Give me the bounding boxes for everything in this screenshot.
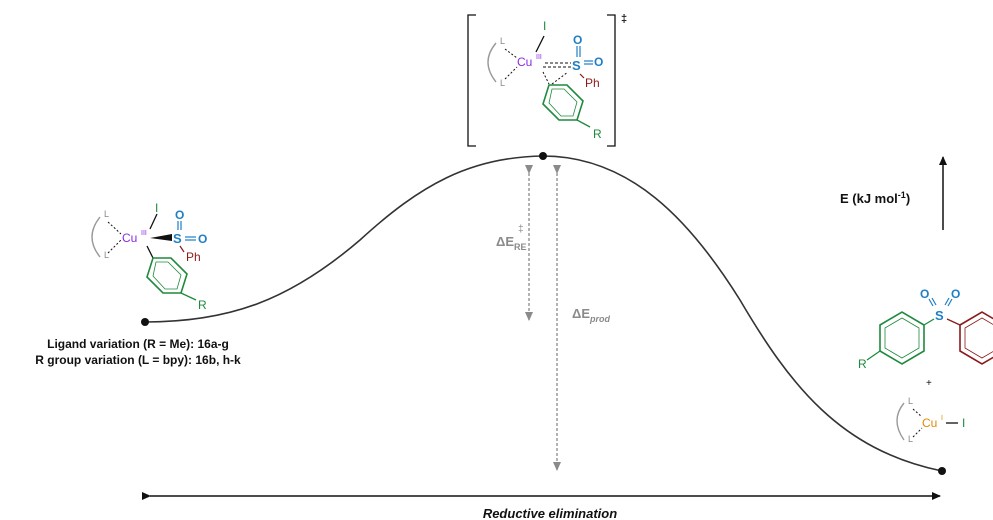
svg-text:O: O (920, 287, 929, 301)
svg-text:L: L (908, 434, 913, 444)
svg-text:Cu: Cu (517, 55, 532, 69)
svg-text:I: I (543, 19, 546, 33)
svg-text:Cu: Cu (122, 231, 137, 245)
svg-text:L: L (500, 78, 505, 88)
svg-text:L: L (500, 36, 505, 46)
reactant-point (141, 318, 149, 326)
svg-text:R: R (593, 127, 602, 141)
svg-text:R: R (858, 357, 867, 371)
svg-text:III: III (536, 54, 542, 61)
svg-text:III: III (141, 230, 147, 237)
energy-axis-label: E (kJ mol-1) (840, 190, 910, 206)
svg-text:O: O (573, 33, 582, 47)
svg-text:I: I (941, 415, 943, 422)
svg-text:O: O (951, 287, 960, 301)
svg-text:L: L (908, 396, 913, 406)
svg-text:+: + (926, 378, 932, 389)
svg-text:I: I (155, 201, 158, 215)
r-group-variation-caption: R group variation (L = bpy): 16b, h-k (35, 353, 241, 367)
energy-profile-curve (144, 155, 943, 472)
transition-state-structure: ‡ L L Cu III I S O O Ph R (467, 13, 627, 147)
svg-text:O: O (594, 55, 603, 69)
reactant-structure: L L Cu III I S O O Ph R (91, 201, 207, 312)
svg-text:S: S (572, 58, 581, 73)
svg-text:‡: ‡ (621, 13, 627, 25)
svg-text:Ph: Ph (585, 76, 600, 90)
svg-text:L: L (104, 209, 109, 219)
barrier-label: ΔERE (496, 234, 527, 252)
x-axis-label: Reductive elimination (483, 506, 617, 520)
barrier-dagger: ‡ (518, 224, 524, 235)
svg-text:Ph: Ph (186, 250, 201, 264)
svg-text:I: I (962, 416, 965, 430)
product-energy-label: ΔEprod (572, 306, 611, 324)
ligand-variation-caption: Ligand variation (R = Me): 16a-g (47, 337, 229, 351)
svg-text:O: O (198, 232, 207, 246)
svg-text:Cu: Cu (922, 416, 937, 430)
product-point (938, 467, 946, 475)
product-structure: R S O O + L L Cu I I (858, 287, 993, 444)
svg-text:L: L (104, 250, 109, 260)
transition-state-point (539, 152, 547, 160)
svg-text:O: O (175, 208, 184, 222)
svg-text:S: S (935, 308, 944, 323)
svg-text:S: S (173, 231, 182, 246)
svg-text:R: R (198, 298, 207, 312)
